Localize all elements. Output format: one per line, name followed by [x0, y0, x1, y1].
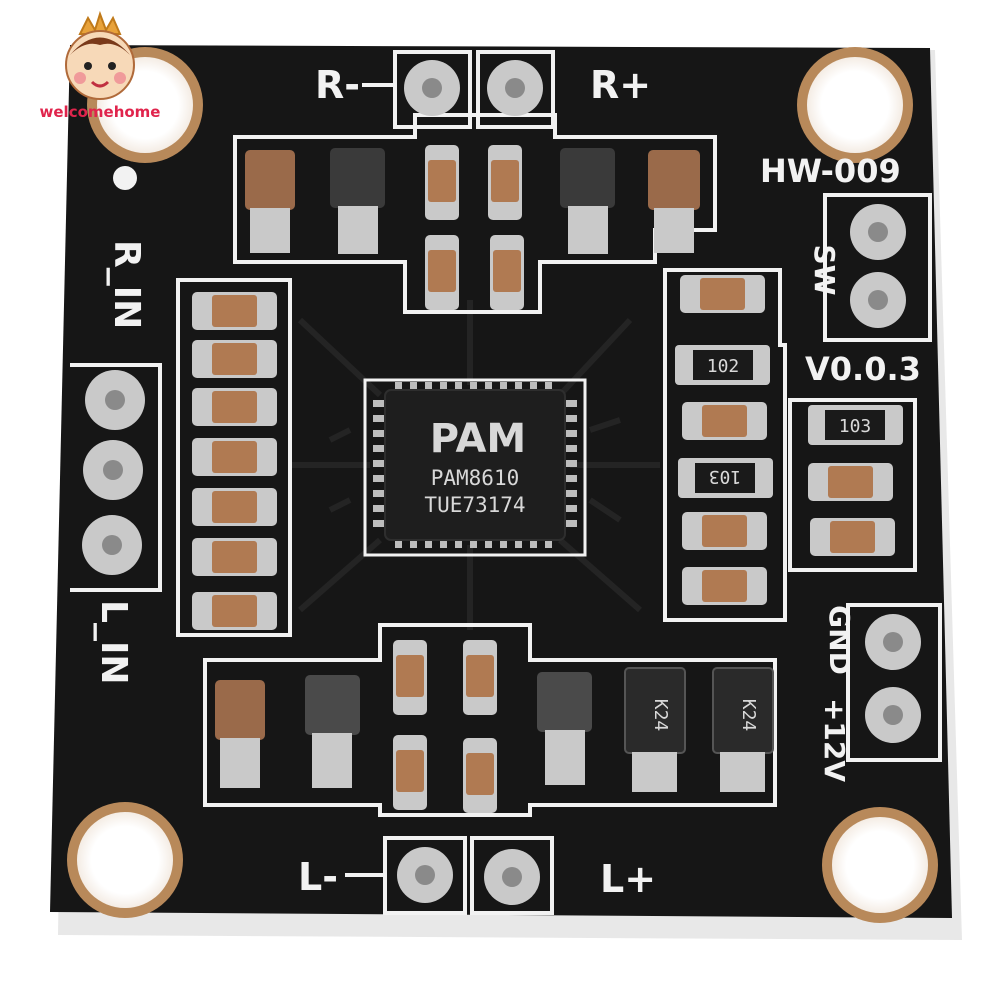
silkscreen-labels: R- R+ L- L+ HW-009 V0.0.3 R_IN L_IN SW G… [93, 63, 921, 901]
resistor-103-a: 103 [808, 405, 903, 445]
watermark: welcomehome [40, 10, 161, 121]
smd-capacitor [192, 592, 277, 630]
watermark-text: welcomehome [40, 103, 161, 121]
pam8610-chip: PAM PAM8610 TUE73174 [373, 382, 577, 548]
label-gnd: GND [823, 605, 856, 675]
pcb-traces [290, 300, 660, 630]
resistor-102: 102 [675, 345, 770, 385]
smd-capacitor [192, 292, 277, 330]
pad-r-minus [393, 50, 472, 129]
capacitor-top-2 [648, 150, 700, 253]
smd-capacitor [192, 538, 277, 576]
diode-2-code: K24 [738, 699, 759, 732]
small-components [192, 145, 895, 813]
resistor-102-code: 102 [707, 356, 740, 377]
resistor-103-b: 103 [678, 458, 773, 498]
label-l-minus: L- [298, 855, 338, 899]
smd-capacitor [192, 488, 277, 526]
diode-2: K24 [712, 667, 774, 792]
smd-capacitor [393, 640, 427, 715]
resistor-103-a-code: 103 [839, 416, 872, 437]
smd-capacitor [680, 275, 765, 313]
pad-12v [865, 687, 921, 743]
smd-capacitor [808, 463, 893, 501]
silk-frame-right-caps [663, 268, 787, 622]
pad-l-minus [383, 836, 467, 915]
diode-1-code: K24 [650, 699, 671, 732]
pad-l-in [82, 515, 142, 575]
inductor-bottom-2 [537, 672, 592, 785]
smd-capacitor [393, 735, 427, 810]
baby-face-crown-icon [65, 10, 135, 100]
diode-1: K24 [624, 667, 686, 792]
label-r-in: R_IN [106, 240, 147, 329]
smd-capacitor [425, 235, 459, 310]
silk-frame-chip [363, 378, 587, 557]
smd-capacitor [488, 145, 522, 220]
chip-body [384, 389, 566, 541]
smd-capacitor [425, 145, 459, 220]
label-l-plus: L+ [600, 857, 656, 901]
pad-sw-2 [850, 272, 906, 328]
label-l-in: L_IN [93, 600, 134, 684]
label-model: HW-009 [760, 152, 901, 190]
large-components: K24 K24 [215, 148, 774, 792]
smd-capacitor [682, 512, 767, 550]
inductor-bottom-1 [305, 675, 360, 788]
silk-frame-sw-header [823, 193, 932, 342]
inductor-top-1 [330, 148, 385, 254]
label-version: V0.0.3 [805, 350, 921, 388]
capacitor-top-1 [245, 150, 295, 253]
pad-sw-1 [850, 204, 906, 260]
chip-pins [373, 382, 577, 548]
capacitor-bottom-1 [215, 680, 265, 788]
chip-part-number: PAM8610 [431, 466, 520, 490]
chip-logo: PAM [430, 416, 526, 462]
pad-r-in-1 [85, 370, 145, 430]
silk-frame-bottom [203, 623, 777, 817]
smd-capacitor [682, 402, 767, 440]
label-sw: SW [808, 244, 841, 295]
silk-frame-rin-header [70, 363, 162, 592]
pad-gnd [865, 614, 921, 670]
smd-capacitor [682, 567, 767, 605]
mounting-holes [67, 47, 938, 923]
pin1-dot [113, 166, 137, 190]
smd-capacitor [490, 235, 524, 310]
label-r-plus: R+ [590, 63, 651, 107]
pads [82, 50, 921, 915]
silk-frame-left-caps [176, 278, 292, 637]
smd-capacitor [192, 438, 277, 476]
pad-r-in-2 [83, 440, 143, 500]
silk-frame-right-inner [788, 398, 917, 572]
chip-lot-number: TUE73174 [424, 493, 525, 517]
resistor-103-b-code: 103 [709, 466, 742, 487]
smd-capacitor [192, 388, 277, 426]
label-12v: +12V [818, 698, 851, 782]
smd-capacitor [192, 340, 277, 378]
label-r-minus: R- [315, 63, 360, 107]
smd-capacitor [463, 640, 497, 715]
silk-frame-power-header [846, 603, 942, 762]
pad-l-plus [470, 836, 554, 915]
smd-capacitor [810, 518, 895, 556]
pad-r-plus [476, 50, 555, 129]
smd-capacitor [463, 738, 497, 813]
inductor-top-2 [560, 148, 615, 254]
